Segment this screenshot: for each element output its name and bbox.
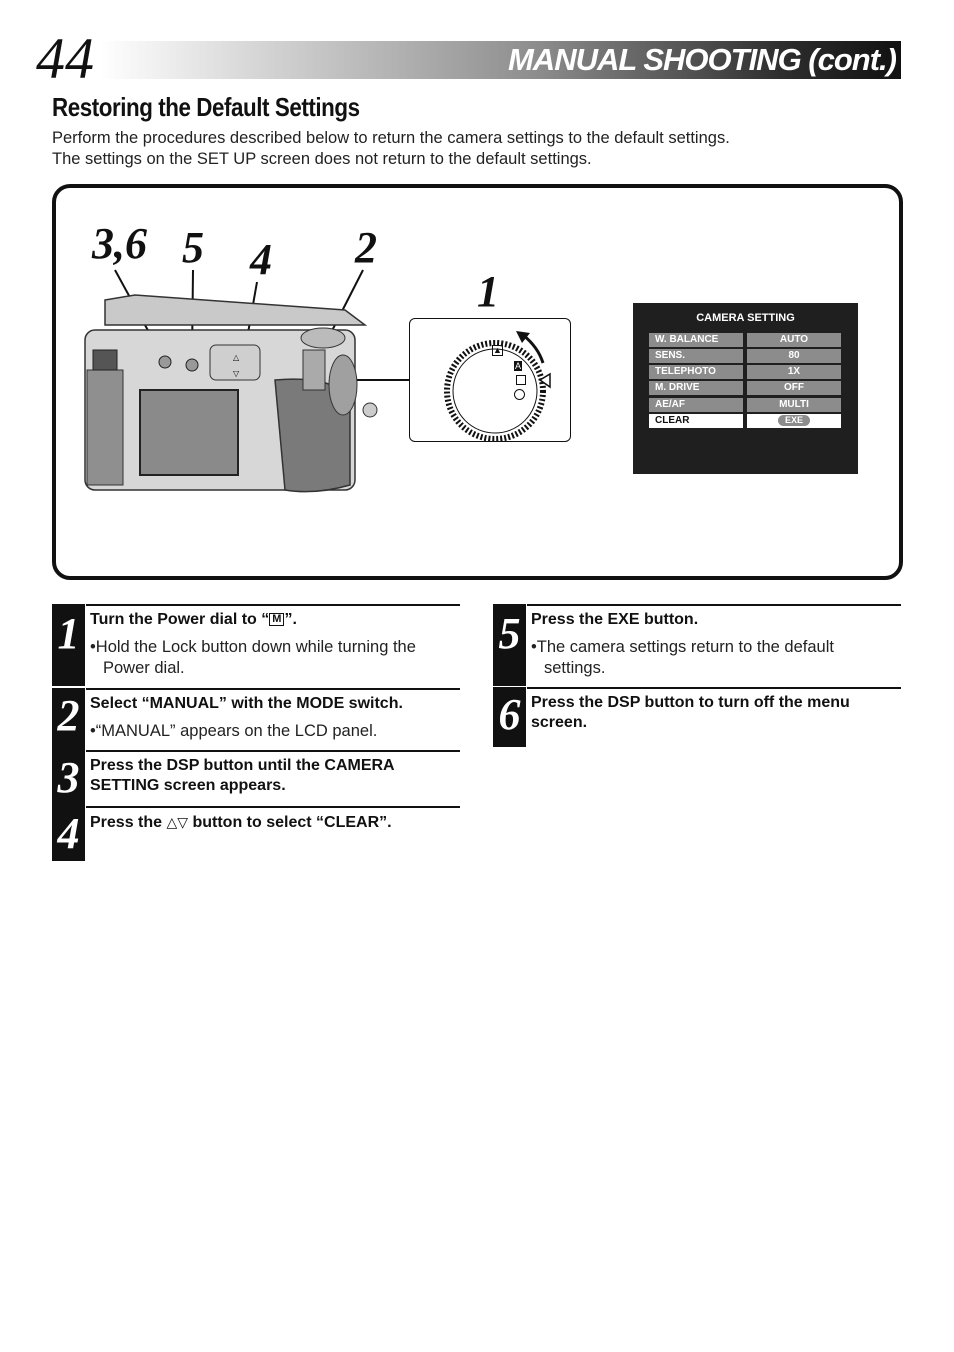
step-5-title: Press the EXE button. [531,611,699,628]
step-4-number: 4 [52,806,85,861]
svg-text:▽: ▽ [233,369,240,378]
menu-row-w-balance: W. BALANCE AUTO [649,333,841,347]
circle-icon [514,389,525,400]
menu-value: OFF [747,381,841,395]
callout-5: 5 [182,223,204,272]
step-2-title: Select “MANUAL” with the MODE switch. [90,695,403,712]
menu-label: TELEPHOTO [649,365,743,379]
menu-row-telephoto: TELEPHOTO 1X [649,365,841,379]
step-3-title: Press the DSP button until the CAMERA SE… [90,757,395,794]
manual-mode-icon: M [269,613,285,626]
step-5-number: 5 [493,604,526,686]
step-1-note: •Hold the Lock button down while turning… [90,638,416,677]
callout-1: 1 [477,267,499,316]
step-2-note: •“MANUAL” appears on the LCD panel. [90,722,378,740]
menu-row-ae-af: AE/AF MULTI [649,398,841,412]
intro-line-2: The settings on the SET UP screen does n… [52,150,592,168]
menu-label: CLEAR [649,414,743,428]
step-1-rule [86,604,460,606]
auto-mode-icon: A [514,361,523,371]
header-bar [100,41,901,79]
menu-label: AE/AF [649,398,743,412]
page-title: MANUAL SHOOTING (cont.) [507,42,897,77]
power-dial-closeup: ▲ A [409,318,571,442]
step-3-rule [86,750,460,752]
camera-setting-screen: CAMERA SETTING W. BALANCE AUTO SENS. 80 … [633,303,858,474]
menu-label: SENS. [649,349,743,363]
step-1-number: 1 [52,604,85,686]
menu-value: MULTI [747,398,841,412]
menu-label: M. DRIVE [649,381,743,395]
page-number: 44 [36,26,94,91]
exe-badge: EXE [777,415,810,426]
step-1-title: Turn the Power dial to “M”. [90,611,297,628]
step-6-number: 6 [493,687,526,747]
menu-label: W. BALANCE [649,333,743,347]
screen-title: CAMERA SETTING [696,312,795,324]
square-icon [516,375,526,385]
intro-line-1: Perform the procedures described below t… [52,129,730,147]
callout-3-6: 3,6 [92,219,147,268]
step-4-title: Press the △▽ button to select “CLEAR”. [90,814,392,831]
step-4-rule [86,806,460,808]
menu-row-clear: CLEAR EXE [649,414,841,428]
svg-text:△: △ [233,353,240,362]
callout-4: 4 [250,235,272,284]
intro-text: Perform the procedures described below t… [52,128,730,170]
manual-mode-icon: ▲ [492,345,503,356]
up-down-arrow-icon: △▽ [166,815,189,831]
illustration-frame [52,184,903,580]
section-title: Restoring the Default Settings [52,92,360,122]
menu-value: EXE [747,414,841,428]
camera-illustration: △ ▽ [84,269,410,493]
step-5-rule [527,604,901,606]
step-2-rule [86,688,460,690]
triangle-pointer-icon [540,374,541,375]
menu-value: AUTO [747,333,841,347]
step-5-note: •The camera settings return to the defau… [531,638,834,677]
menu-row-sens: SENS. 80 [649,349,841,363]
step-6-rule [527,687,901,689]
menu-value: 80 [747,349,841,363]
callout-2: 2 [355,223,377,272]
menu-value: 1X [747,365,841,379]
menu-row-m-drive: M. DRIVE OFF [649,381,841,395]
step-3-number: 3 [52,750,85,806]
step-6-title: Press the DSP button to turn off the men… [531,694,850,731]
step-2-number: 2 [52,688,85,750]
